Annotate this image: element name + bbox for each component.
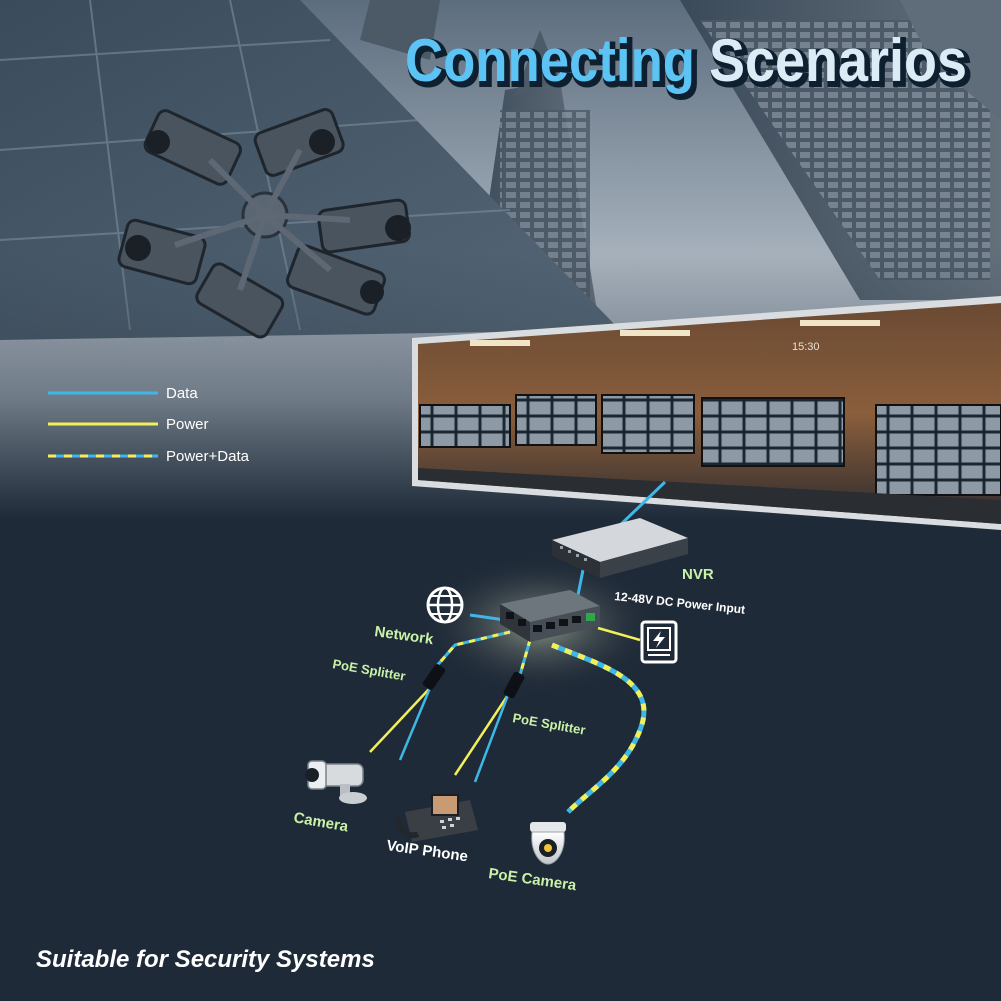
power-input-cable: [597, 626, 641, 642]
poe-camera-label: PoE Camera: [487, 865, 578, 894]
legend-data-label: Data: [166, 385, 198, 402]
poe-cable-middle: [518, 639, 532, 676]
poe-cable-left-power: [433, 630, 511, 669]
voip-phone-icon: [395, 794, 478, 842]
splitter-right-power-out: [453, 694, 510, 776]
nvr-icon: [552, 518, 688, 578]
bullet-camera-icon: [305, 760, 367, 804]
title-word-connecting: Connecting: [405, 27, 695, 94]
footer-tagline: Suitable for Security Systems: [36, 946, 375, 973]
legend-powerdata-label: Power+Data: [166, 448, 250, 465]
room-clock: 15:30: [792, 341, 820, 353]
monitoring-room-photo: 15:30: [412, 296, 1001, 530]
poe-splitter-icon: [422, 664, 525, 699]
voip-phone-label: VoIP Phone: [385, 837, 469, 865]
legend: Data Power Power+Data: [48, 385, 250, 465]
network-cable: [469, 613, 506, 622]
splitter-left-data-out: [398, 687, 432, 761]
legend-power-label: Power: [166, 416, 209, 433]
cables: [369, 480, 667, 814]
camera-label: Camera: [292, 809, 350, 835]
title-word-scenarios-shadow: Scenarios: [712, 30, 970, 97]
splitter-left-power-out: [369, 687, 431, 753]
page-title: Connecting Connecting Scenarios Scenario…: [405, 27, 973, 100]
nvr-uplink-cable: [613, 480, 667, 532]
power-adapter-icon: [640, 620, 678, 664]
dome-camera-icon: [530, 822, 566, 865]
title-word-scenarios: Scenarios: [709, 27, 967, 94]
title-word-connecting-shadow: Connecting: [408, 30, 698, 97]
globe-icon: [426, 586, 464, 624]
splitter-left-label: PoE Splitter: [331, 656, 406, 684]
splitter-right-label: PoE Splitter: [511, 710, 586, 738]
splitter-right-data-out: [473, 694, 510, 783]
cctv-cluster-icon: [117, 108, 411, 339]
poe-switch-icon: [500, 590, 600, 642]
poe-camera-cable-power: [551, 642, 647, 814]
nvr-label: NVR: [682, 566, 714, 583]
